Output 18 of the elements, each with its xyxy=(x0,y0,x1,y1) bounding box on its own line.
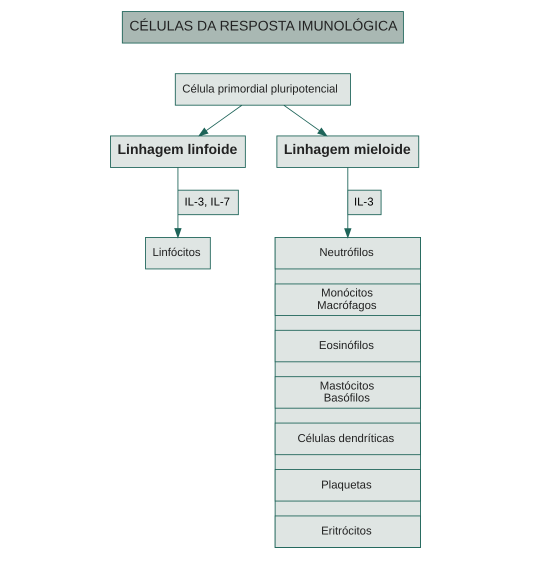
node-box: Neutrófilos xyxy=(274,237,420,270)
node-box: Plaquetas xyxy=(274,469,420,502)
node-box: Mastócitos Basófilos xyxy=(274,376,420,409)
node-box: CÉLULAS DA RESPOSTA IMUNOLÓGICA xyxy=(121,11,404,44)
edge-label: IL-3 xyxy=(353,196,374,208)
edge-label: IL-3, IL-7 xyxy=(184,196,230,208)
node-box: Célula primordial pluripotencial xyxy=(174,73,350,106)
node-box: Linfócitos xyxy=(144,237,210,270)
arrow xyxy=(344,167,351,239)
node-box: Células dendríticas xyxy=(274,422,420,456)
arrow xyxy=(174,167,182,239)
node-box: Monócitos Macrófagos xyxy=(274,283,420,316)
arrow xyxy=(197,104,242,137)
node-box: Eosinófilos xyxy=(274,330,420,362)
node-box: Eritrócitos xyxy=(274,516,420,548)
node-box: Linhagem mieloide xyxy=(276,135,419,168)
arrow xyxy=(282,104,328,137)
node-box: Linhagem linfoide xyxy=(110,135,246,168)
